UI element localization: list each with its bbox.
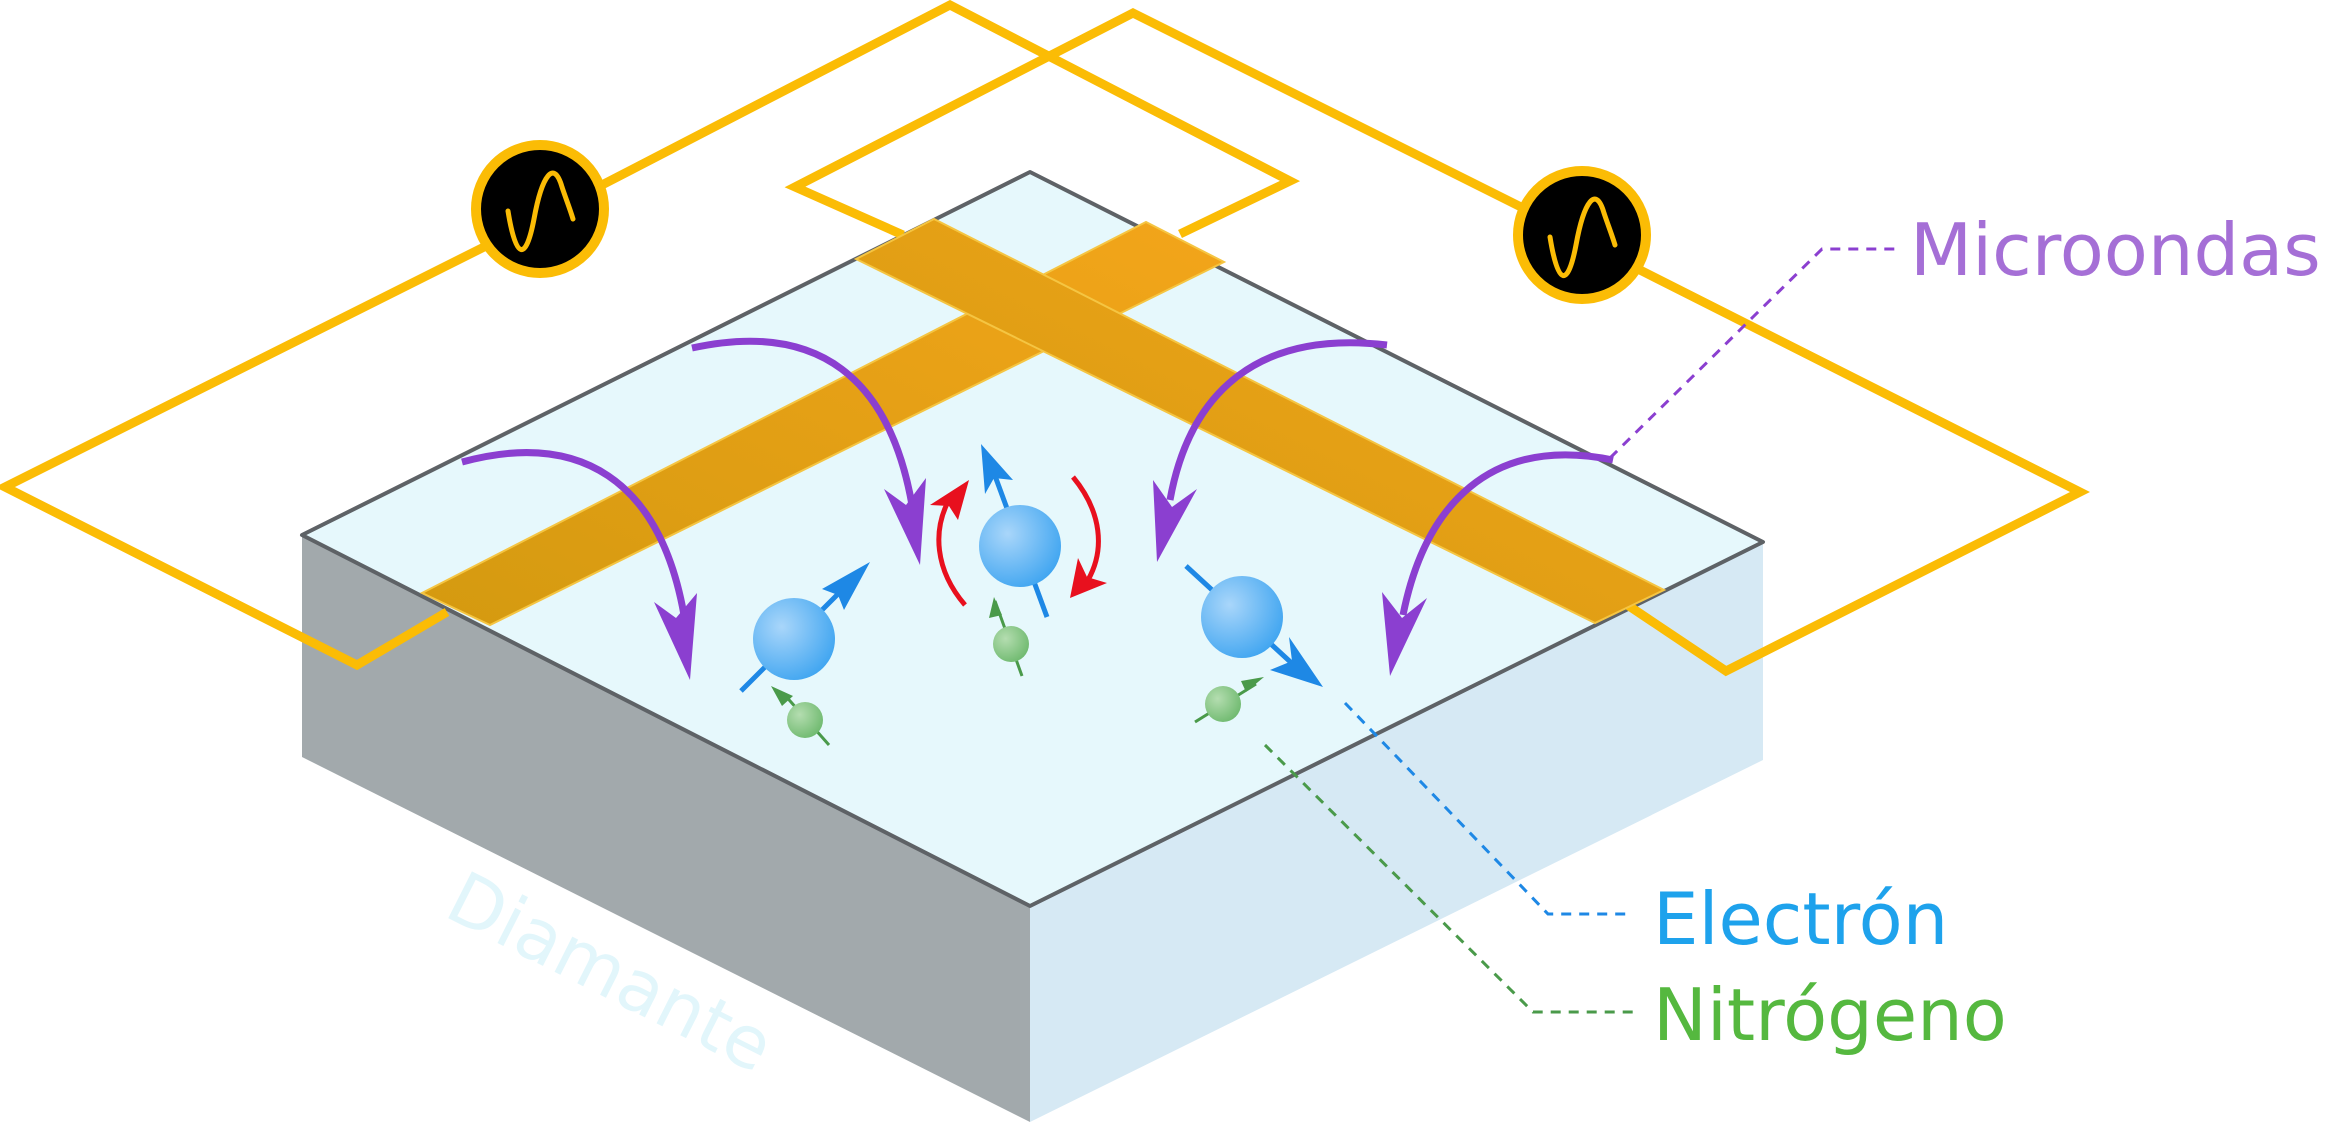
microwaves-leader [1608,247,1898,460]
diamond-right-face [1030,542,1763,1122]
arrowhead [771,686,793,706]
microwave-arrowheads [654,478,1427,680]
microwave-arrows [461,337,1614,616]
strip-right-diagonal [853,217,1667,625]
arrowhead [822,562,870,610]
arrowhead [981,444,1013,494]
nitrogen [1205,686,1241,722]
electron [979,505,1061,587]
right-circuit-wire [1614,265,2090,677]
microwave-strips [419,217,1667,627]
leader-lines [1263,247,1898,1014]
electron [753,598,835,680]
left-circuit-wire-top [597,0,1301,239]
arrowhead [989,597,1002,618]
arrowhead [1070,558,1107,598]
arrowhead [1153,480,1197,562]
microwave-arrow [461,449,688,616]
arrowhead [930,480,969,520]
electron-leader [1343,701,1630,916]
ac-source-icon [471,140,609,278]
ac-source-icon [1513,166,1651,304]
microwave-arrow [691,337,916,506]
right-circuit-wire-top [784,7,1530,240]
spin-pair-center [979,444,1061,677]
microwaves-label: Microondas [1910,208,2321,292]
nitrogen-leader [1263,743,1635,1014]
nitrogen-label: Nitrógeno [1653,973,2007,1057]
diamond-left-face [302,535,1030,1122]
microwave-arrow [1166,339,1388,501]
precession-arrow-right [1071,475,1101,582]
arrowhead [1241,677,1264,692]
electron [1201,576,1283,658]
spin-pair-left [739,562,870,746]
nitrogen [993,626,1029,662]
spin-pair-right [1184,564,1323,724]
arrowhead [1270,637,1323,687]
nitrogen [787,702,823,738]
arrowhead [884,478,926,565]
arrowhead [654,593,697,680]
electron-label: Electrón [1653,877,1948,961]
arrowhead [1382,592,1427,676]
precession-arrow-left [936,496,967,607]
precession-arrows [930,475,1107,607]
circuit-wires [0,0,2090,677]
left-circuit-wire [0,240,491,671]
microwave-arrow [1399,451,1614,616]
